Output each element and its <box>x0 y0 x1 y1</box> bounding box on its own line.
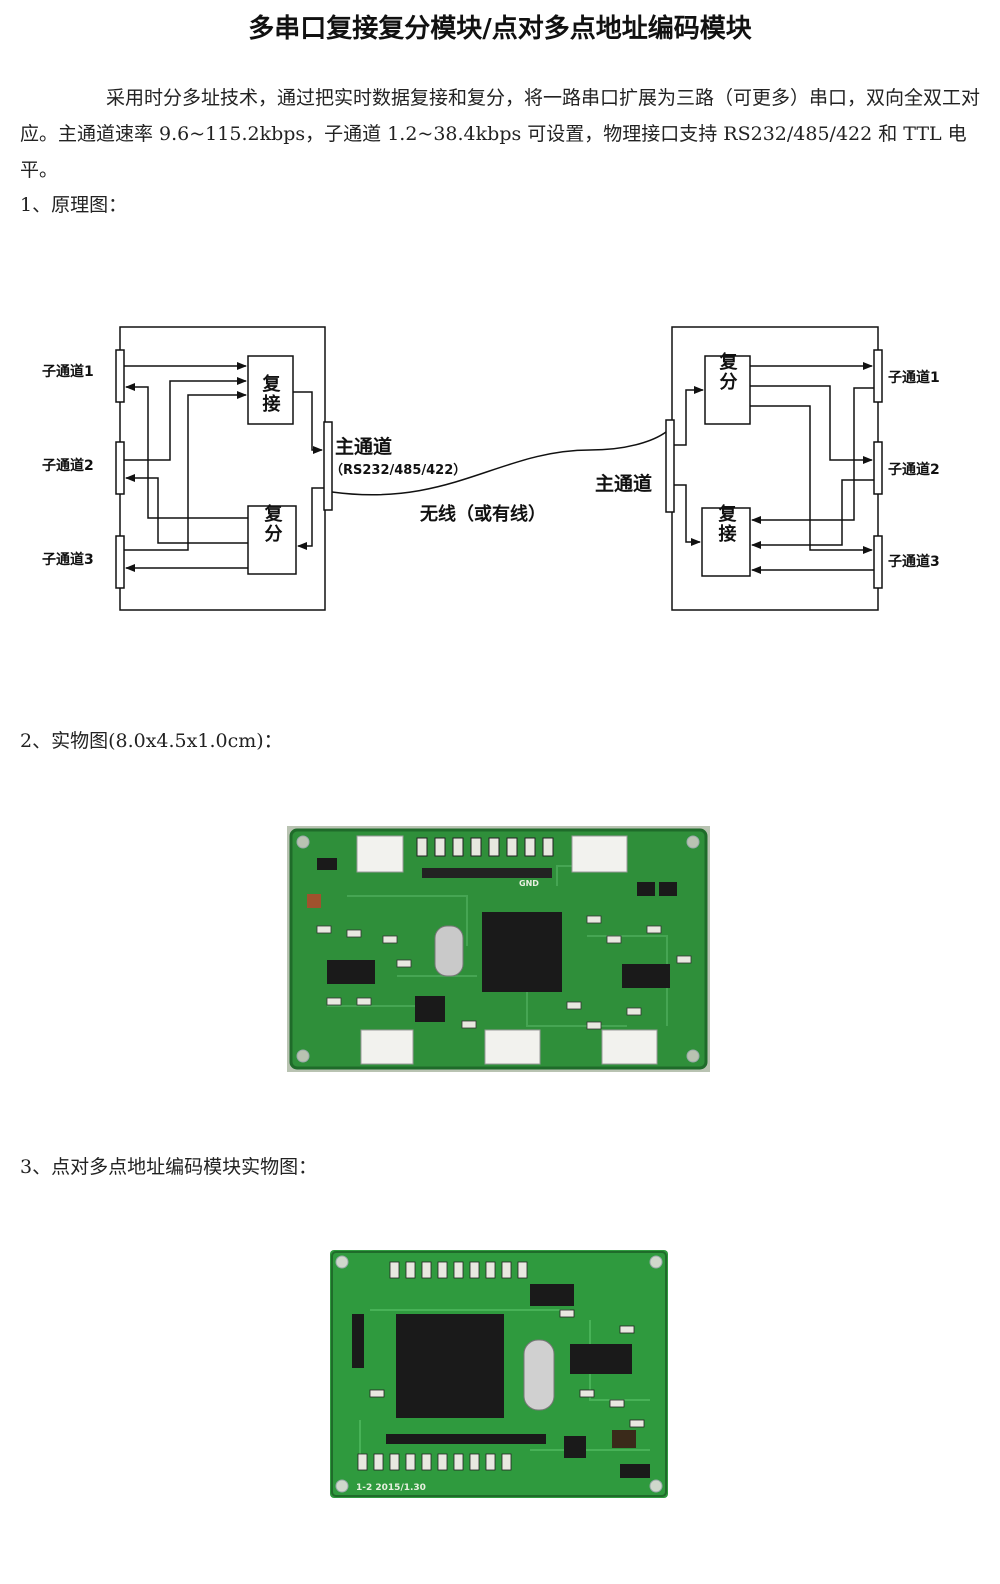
pin-header <box>352 1314 364 1368</box>
right-port-2 <box>873 441 883 495</box>
pcb-photo-2: 1-2 2015/1.30 <box>330 1250 668 1498</box>
ic-chip <box>622 964 670 988</box>
pcb-photo-1: GND <box>287 826 710 1072</box>
mcu-chip <box>482 912 562 992</box>
left-main-port <box>323 421 333 511</box>
link-line <box>331 431 667 496</box>
ic-chip <box>570 1344 632 1374</box>
section-heading-schematic: 1、原理图： <box>20 194 128 216</box>
left-channel-label-2: 子通道2 <box>42 457 94 474</box>
jumper <box>637 882 655 896</box>
right-channel-label-1: 子通道1 <box>888 369 940 386</box>
connector <box>601 1029 658 1065</box>
right-port-1 <box>873 349 883 403</box>
right-port-3 <box>873 535 883 589</box>
left-main-channel-label: 主通道 <box>335 435 392 458</box>
left-channel-label-1: 子通道1 <box>42 363 94 380</box>
link-label: 无线（或有线） <box>420 503 546 525</box>
right-main-port <box>665 419 675 513</box>
right-channel-label-3: 子通道3 <box>888 553 940 570</box>
right-demux-label: 复分 <box>717 351 739 392</box>
left-demux-box <box>247 505 297 575</box>
left-interface-label: （RS232/485/422） <box>330 462 466 478</box>
left-channel-label-3: 子通道3 <box>42 551 94 568</box>
crystal <box>434 925 464 977</box>
intro-paragraph: 采用时分多址技术，通过把实时数据复接和复分，将一路串口扩展为三路（可更多）串口，… <box>20 80 985 188</box>
ic-chip <box>415 996 445 1022</box>
right-demux-box <box>704 355 751 425</box>
section-heading-photo1: 2、实物图(8.0x4.5x1.0cm)： <box>20 730 283 752</box>
jumper <box>659 882 677 896</box>
right-mux-box <box>701 507 751 577</box>
right-mux-label: 复接 <box>716 503 738 544</box>
ic-chip <box>327 960 375 984</box>
connector <box>571 835 628 873</box>
left-port-2 <box>115 441 125 495</box>
left-demux-label: 复分 <box>262 503 284 544</box>
connector <box>360 1029 414 1065</box>
intro-text: 采用时分多址技术，通过把实时数据复接和复分，将一路串口扩展为三路（可更多）串口，… <box>20 87 981 181</box>
right-module-frame <box>671 326 879 611</box>
left-mux-label: 复接 <box>260 373 282 414</box>
ic-chip <box>564 1436 586 1458</box>
left-port-1 <box>115 349 125 403</box>
connector <box>356 835 404 873</box>
left-port-3 <box>115 535 125 589</box>
schematic-diagram: 子通道1 子通道2 子通道3 子通道1 子通道2 子通道3 复接 复分 复分 复… <box>42 326 940 611</box>
page-title: 多串口复接复分模块/点对多点地址编码模块 <box>248 14 752 44</box>
crystal <box>523 1339 555 1411</box>
connector <box>484 1029 541 1065</box>
right-main-channel-label: 主通道 <box>595 472 652 495</box>
pin-header <box>386 1434 546 1444</box>
silkscreen-label: GND <box>519 879 539 888</box>
right-channel-label-2: 子通道2 <box>888 461 940 478</box>
section-heading-photo2: 3、点对多点地址编码模块实物图： <box>20 1156 318 1178</box>
ic-chip <box>530 1284 574 1306</box>
mcu-chip <box>396 1314 504 1418</box>
left-mux-box <box>247 355 294 425</box>
pin-header <box>422 868 552 878</box>
silkscreen-label: 1-2 2015/1.30 <box>356 1483 426 1493</box>
